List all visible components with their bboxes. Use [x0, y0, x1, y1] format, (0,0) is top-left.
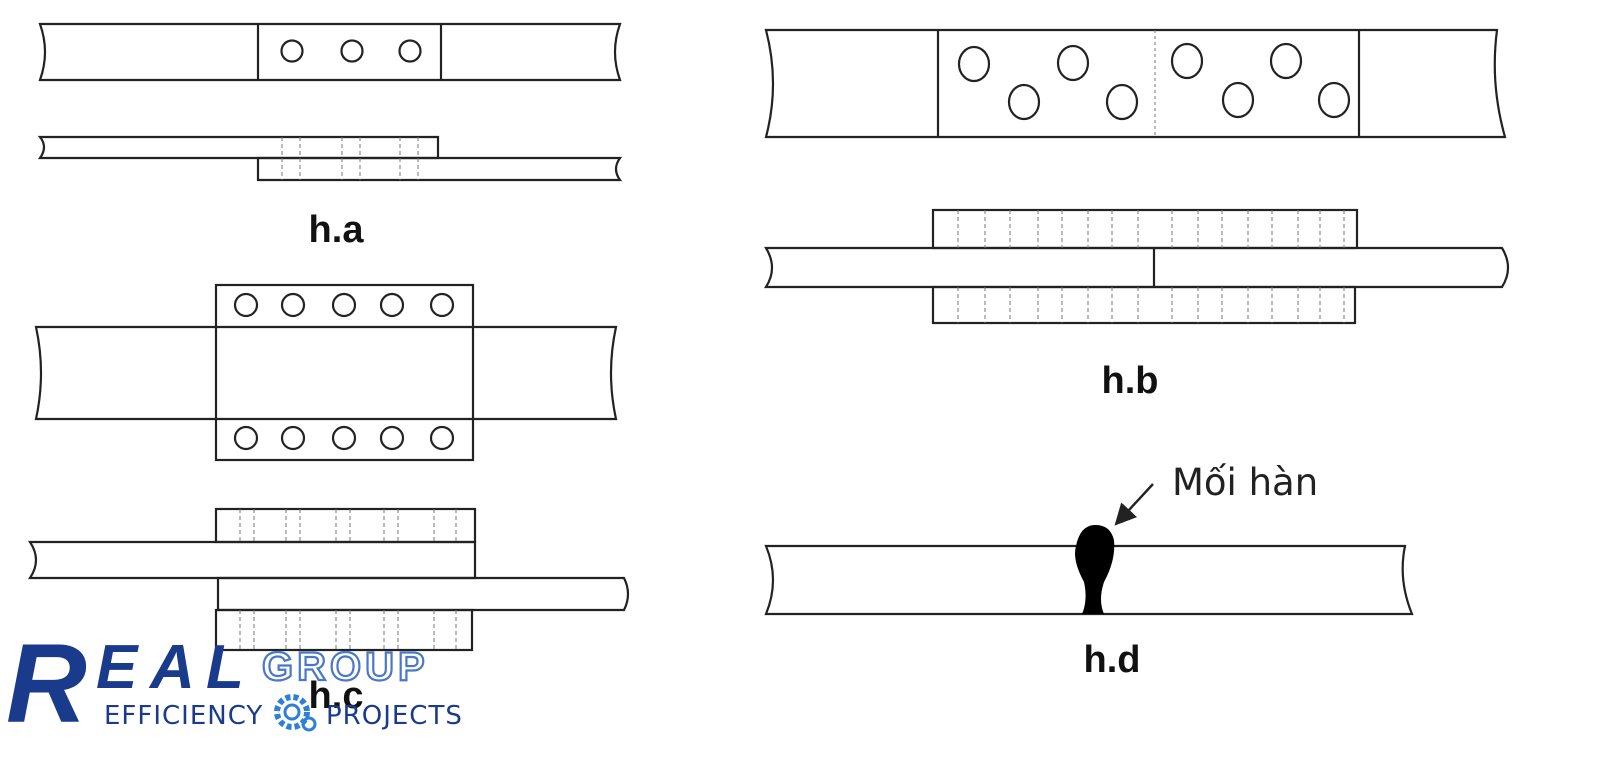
- figure-c-rivet-shanks: [239, 509, 457, 650]
- logo-letter-l: L: [206, 633, 244, 702]
- figure-b-rivet-holes: [957, 42, 1351, 121]
- figure-b-rivet-shanks: [957, 210, 1345, 323]
- weld-arrow: [1114, 483, 1154, 526]
- rivet-hole: [280, 39, 304, 63]
- figure-a-upper-plate-section: [37, 135, 440, 160]
- figure-d-plates-section: [764, 544, 1414, 616]
- logo-efficiency-text: EFFICIENCY: [104, 701, 263, 731]
- rivet-hole: [1269, 42, 1303, 80]
- rivet-hole: [1221, 81, 1255, 119]
- figure-a: [37, 22, 623, 182]
- logo-letter-a: A: [148, 633, 195, 702]
- figure-c-bottom-cover-section: [214, 608, 474, 652]
- rivet-hole: [957, 45, 991, 83]
- figure-c-label: h.c: [309, 675, 364, 717]
- rivet-hole: [1317, 81, 1351, 119]
- logo-group-text: GROUP: [262, 645, 429, 689]
- rivet-hole: [233, 425, 259, 451]
- figure-b-plate-plan: [764, 28, 1507, 139]
- figure-b-bottom-cover-section: [931, 285, 1357, 325]
- figure-a-rivet-shanks: [281, 137, 419, 180]
- figure-c-cover-plate-plan: [214, 283, 475, 462]
- logo-letters: R E A L: [6, 621, 244, 746]
- figure-a-rivet-holes: [280, 39, 422, 63]
- figure-c-lower-plate-section: [216, 576, 630, 612]
- figure-c-plate-plan: [34, 325, 618, 421]
- figure-c-upper-plate-section: [27, 540, 477, 580]
- rivet-hole: [340, 39, 364, 63]
- rivet-hole: [233, 292, 259, 318]
- rivet-hole: [1056, 44, 1090, 82]
- figure-b: [764, 28, 1510, 325]
- logo-letter-e: E: [96, 633, 139, 702]
- figure-a-label: h.a: [309, 209, 365, 251]
- logo-projects-text: PROJECTS: [326, 701, 463, 731]
- figure-b-top-cover-section: [931, 208, 1359, 250]
- figure-c: [27, 283, 630, 652]
- figure-a-lower-plate-section: [256, 156, 623, 182]
- figure-d: [764, 544, 1414, 616]
- weld-annotation: Mối hàn: [1172, 461, 1318, 504]
- figure-a-plate-plan: [38, 22, 622, 82]
- figure-b-main-plates-section: [764, 246, 1510, 289]
- figure-c-rivet-holes-bottom: [233, 425, 455, 451]
- gear-icon: [274, 694, 317, 732]
- rivet-hole: [1170, 42, 1204, 80]
- rivet-hole: [1007, 83, 1041, 121]
- rivet-hole: [429, 292, 455, 318]
- figure-c-top-cover-section: [214, 507, 477, 544]
- figure-b-label: h.b: [1102, 360, 1159, 402]
- weld-bead: [1075, 524, 1115, 614]
- realgroup-logo: R E A L GROUP EFFICIENCY PROJECTS: [6, 621, 463, 746]
- rivet-hole: [280, 292, 306, 318]
- figure-d-label: h.d: [1084, 639, 1141, 681]
- figure-c-rivet-holes-top: [233, 292, 455, 318]
- rivet-hole: [429, 425, 455, 451]
- rivet-hole: [398, 39, 422, 63]
- rivet-hole: [1105, 83, 1139, 121]
- logo-letter-r: R: [6, 621, 87, 746]
- rivet-hole: [379, 425, 405, 451]
- rivet-hole: [331, 425, 357, 451]
- rivet-hole: [280, 425, 306, 451]
- rivet-hole: [379, 292, 405, 318]
- rivet-hole: [331, 292, 357, 318]
